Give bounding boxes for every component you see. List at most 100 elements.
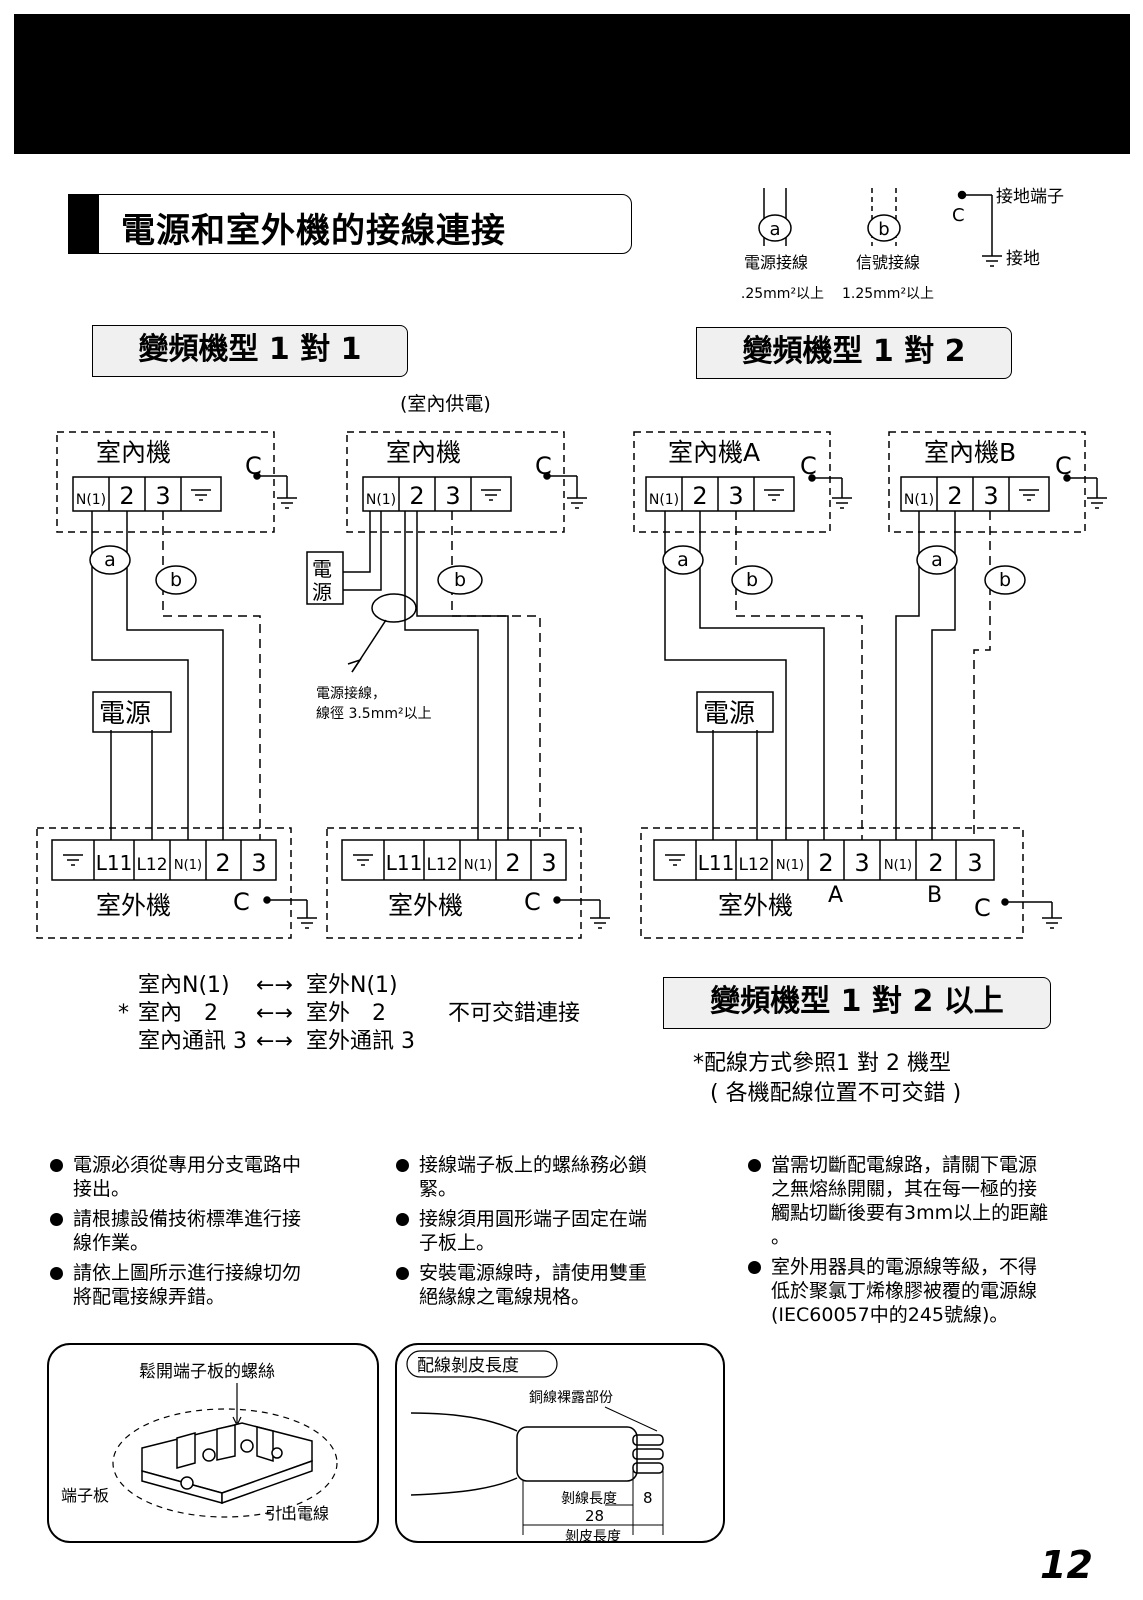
indoor-unit-a-label: 室內機A — [668, 438, 760, 467]
ground-terminal-icon — [480, 489, 502, 501]
indoor-unit-2-label: 室內機 — [386, 438, 461, 467]
terminal-3: 3 — [155, 482, 170, 510]
outdoor-unit-ab-label: 室外機 — [718, 891, 793, 920]
section-1to1: 變頻機型 1 對 1 — [92, 325, 408, 377]
legend-signal-wire: 信號接線 — [856, 253, 920, 272]
legend-a-spec: 1.25mm²以上 — [740, 286, 824, 302]
terminal-3: 3 — [854, 849, 869, 877]
terminal-3: 3 — [251, 849, 266, 877]
legend-ground: 接地 — [1006, 249, 1040, 269]
terminal-l11: L11 — [96, 851, 133, 875]
terminal-3: 3 — [541, 849, 556, 877]
terminal-2: 2 — [505, 849, 520, 877]
terminal-n1: N(1) — [776, 858, 804, 873]
terminal-n1: N(1) — [366, 492, 396, 508]
terminal-n1: N(1) — [76, 492, 106, 508]
terminal-l12: L12 — [136, 855, 167, 875]
power-cable-note-1: 電源接線， — [316, 685, 386, 702]
indoor-unit-1-label: 室內機 — [96, 438, 171, 467]
power-vertical-1: 電 — [312, 557, 332, 581]
note-1to2plus-1: *配線方式參照1 對 2 機型 — [693, 1051, 951, 1076]
strip-sheath-value: 28 — [585, 1507, 604, 1525]
terminal-l11: L11 — [386, 851, 423, 875]
terminal-2: 2 — [818, 849, 833, 877]
legend-b-spec: 1.25mm²以上 — [842, 286, 934, 302]
bullet-item: 請依上圖所示進行接線切勿將配電接線弄錯。 — [50, 1261, 360, 1309]
terminal-2: 2 — [928, 849, 943, 877]
wire-b-label: b — [454, 569, 466, 591]
outdoor-c-ab: C — [974, 894, 991, 922]
lead-wire-label: 引出電線 — [265, 1504, 329, 1523]
page-title-box: 電源和室外機的接線連接 — [68, 194, 632, 254]
page-title: 電源和室外機的接線連接 — [121, 211, 506, 251]
legend-ground-terminal: 接地端子 — [996, 187, 1064, 207]
copper-exposed-label: 銅線裸露部份 — [529, 1390, 613, 1406]
wire-b-label: b — [746, 569, 758, 591]
terminal-l12: L12 — [426, 855, 457, 875]
terminal-board-icon — [141, 1422, 313, 1505]
page-number: 12 — [1040, 1543, 1093, 1587]
bullet-item: 安裝電源線時，請使用雙重絕緣線之電線規格。 — [396, 1261, 716, 1309]
terminal-l12: L12 — [738, 855, 769, 875]
outdoor-unit-1-label: 室外機 — [96, 891, 171, 920]
strip-sheath-label: 剝皮長度 — [565, 1529, 621, 1543]
mapping-row: 室內通訊 3←→室外通訊 3 — [138, 1029, 415, 1054]
ground-terminal-icon — [763, 489, 785, 501]
outdoor-unit-2-label: 室外機 — [388, 891, 463, 920]
terminal-board-label: 端子板 — [61, 1486, 109, 1505]
terminal-n1: N(1) — [904, 492, 934, 508]
terminal-n1: N(1) — [649, 492, 679, 508]
power-box-2: 電源 — [703, 699, 755, 729]
legend-power-wire: 電源接線 — [744, 253, 808, 272]
strip-wire-label: 剝線長度 — [561, 1491, 617, 1507]
cable-icon — [410, 1412, 664, 1496]
terminal-2: 2 — [409, 482, 424, 510]
wire-b-label: b — [999, 569, 1011, 591]
loosen-screws-label: 鬆開端子板的螺絲 — [139, 1361, 275, 1382]
wire-b-label: b — [170, 569, 182, 591]
outdoor-label-a: A — [828, 883, 843, 908]
section-1to2plus: 變頻機型 1 對 2 以上 — [663, 977, 1051, 1029]
indoor-c-b: C — [1055, 452, 1072, 480]
terminal-3: 3 — [728, 482, 743, 510]
bullet-item: 接線須用圓形端子固定在端子板上。 — [396, 1207, 716, 1255]
power-cable-note-2: 線徑 3.5mm²以上 — [316, 706, 432, 722]
legend-a-mark: a — [769, 219, 780, 240]
indoor-c-2: C — [535, 452, 552, 480]
ground-terminal-icon — [1018, 489, 1040, 501]
indoor-c-a: C — [800, 452, 817, 480]
bullet-item: 當需切斷配電線路，請關下電源之無熔絲開關，其在每一極的接觸點切斷後要有3mm以上… — [748, 1153, 1128, 1249]
bullet-item: 接線端子板上的螺絲務必鎖緊。 — [396, 1153, 716, 1201]
strip-wire-value: 8 — [643, 1489, 653, 1507]
terminal-3: 3 — [983, 482, 998, 510]
legend-b-mark: b — [878, 219, 889, 240]
ground-terminal-icon — [190, 489, 212, 501]
bullet-item: 請根據設備技術標準進行接線作業。 — [50, 1207, 360, 1255]
terminal-2: 2 — [692, 482, 707, 510]
wire-a-label: a — [677, 549, 689, 571]
terminal-2: 2 — [947, 482, 962, 510]
bullets-col1: 電源必須從專用分支電路中接出。 請根據設備技術標準進行接線作業。 請依上圖所示進… — [50, 1153, 360, 1309]
strip-length-box: 配線剝皮長度 銅線裸露部份 剝線長度 8 28 剝皮長度 — [395, 1343, 725, 1543]
section-1to2: 變頻機型 1 對 2 — [696, 327, 1012, 379]
bullets-col2: 接線端子板上的螺絲務必鎖緊。 接線須用圓形端子固定在端子板上。 安裝電源線時，請… — [396, 1153, 716, 1309]
power-box-1: 電源 — [99, 699, 151, 729]
outdoor-label-b: B — [927, 883, 942, 908]
wire-a-label: a — [931, 549, 943, 571]
note-1to2plus-2: ( 各機配線位置不可交錯 ) — [710, 1081, 962, 1106]
indoor-unit-b-label: 室內機B — [924, 438, 1016, 467]
outdoor-c-1: C — [233, 888, 250, 916]
wiring-diagram: (室內供電) — [36, 393, 1108, 939]
title-marker — [69, 195, 99, 253]
terminal-2: 2 — [119, 482, 134, 510]
legend-c-mark: C — [952, 205, 965, 226]
terminal-n1: N(1) — [884, 858, 912, 873]
outdoor-c-2: C — [524, 888, 541, 916]
indoor-c-1: C — [245, 452, 262, 480]
terminal-3: 3 — [445, 482, 460, 510]
wire-a-label: a — [104, 549, 116, 571]
indoor-power-note: (室內供電) — [400, 393, 491, 415]
terminal-l11: L11 — [698, 851, 735, 875]
legend: a b C 接地端子 接地 電源接線 信號接線 1.25mm²以上 1.25mm… — [740, 187, 1064, 302]
